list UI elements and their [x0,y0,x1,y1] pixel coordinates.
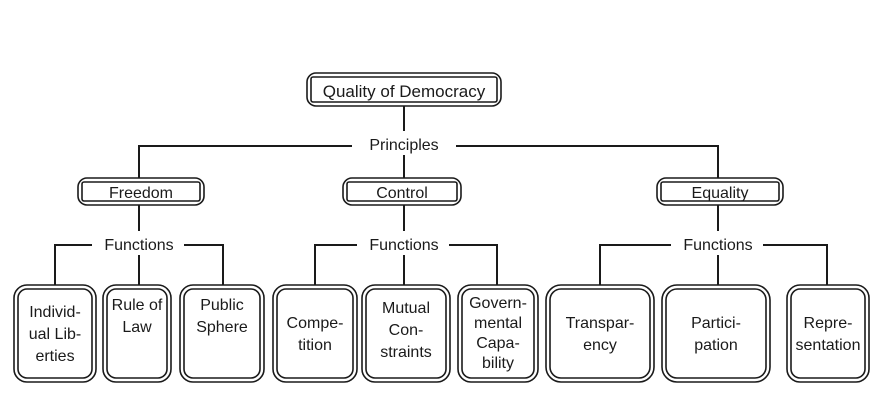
mutual-constraints-line-2: Con- [389,322,424,339]
public-sphere-inner-border [183,288,261,379]
individual-liberties-line-2: ual Lib- [29,326,81,343]
node-representation[interactable]: Repre- sentation [786,284,870,383]
representation-line-2: sentation [796,337,861,354]
node-rule-of-law[interactable]: Rule of Law [102,284,172,383]
governmental-capability-line-1: Govern- [469,295,527,312]
participation-line-2: pation [694,337,738,354]
rule-of-law-line-2: Law [122,319,152,336]
competition-outer-border [272,284,358,383]
governmental-capability-line-3: Capa- [476,335,520,352]
transparency-line-1: Transpar- [566,315,635,332]
control-node-outer-border [342,177,462,206]
node-transparency[interactable]: Transpar- ency [545,284,655,383]
control-node-inner-border [346,181,458,202]
connector-functions-control: Functions [357,233,449,255]
rule-of-law-inner-border [106,288,168,379]
node-control[interactable]: Control [342,177,462,206]
root-node-inner-border [310,76,498,103]
functions2-label: Functions [369,237,438,254]
mutual-constraints-outer-border [361,284,451,383]
representation-outer-border [786,284,870,383]
transparency-inner-border [549,288,651,379]
competition-inner-border [276,288,354,379]
connector-functions-freedom: Functions [92,233,184,255]
participation-line-1: Partici- [691,315,741,332]
competition-line-2: tition [298,337,332,354]
root-node-label: Quality of Democracy [323,82,486,101]
representation-inner-border [790,288,866,379]
root-node-outer-border [306,72,502,107]
freedom-node-inner-border [81,181,201,202]
mutual-constraints-line-3: straints [380,344,432,361]
freedom-node-label: Freedom [109,185,173,202]
principles-label-backdrop [355,132,453,154]
individual-liberties-inner-border [17,288,93,379]
functions1-label-backdrop [92,233,184,255]
equality-node-outer-border [656,177,784,206]
governmental-capability-line-4: bility [482,355,514,372]
governmental-capability-inner-border [461,288,535,379]
individual-liberties-line-1: Individ- [29,304,81,321]
node-individual-liberties[interactable]: Individ- ual Lib- erties [13,284,97,383]
node-mutual-constraints[interactable]: Mutual Con- straints [361,284,451,383]
equality-node-inner-border [660,181,780,202]
functions3-label-backdrop [671,233,763,255]
public-sphere-outer-border [179,284,265,383]
transparency-outer-border [545,284,655,383]
transparency-line-2: ency [583,337,617,354]
individual-liberties-line-3: erties [35,348,74,365]
connector-functions-equality: Functions [671,233,763,255]
functions3-label: Functions [683,237,752,254]
connector-principles: Principles [355,132,453,154]
edges-group [54,106,828,285]
freedom-node-outer-border [77,177,205,206]
node-freedom[interactable]: Freedom [77,177,205,206]
individual-liberties-outer-border [13,284,97,383]
governmental-capability-outer-border [457,284,539,383]
node-quality-of-democracy[interactable]: Quality of Democracy [306,72,502,107]
competition-line-1: Compe- [287,315,344,332]
equality-node-label: Equality [692,185,749,202]
mutual-constraints-inner-border [365,288,447,379]
node-competition[interactable]: Compe- tition [272,284,358,383]
principles-label: Principles [369,137,438,154]
governmental-capability-line-2: mental [474,315,522,332]
node-governmental-capability[interactable]: Govern- mental Capa- bility [457,284,539,383]
representation-line-1: Repre- [804,315,853,332]
rule-of-law-outer-border [102,284,172,383]
functions1-label: Functions [104,237,173,254]
mutual-constraints-line-1: Mutual [382,300,430,317]
node-equality[interactable]: Equality [656,177,784,206]
public-sphere-line-2: Sphere [196,319,248,336]
functions2-label-backdrop [357,233,449,255]
control-node-label: Control [376,185,428,202]
node-participation[interactable]: Partici- pation [661,284,771,383]
node-public-sphere[interactable]: Public Sphere [179,284,265,383]
participation-outer-border [661,284,771,383]
public-sphere-line-1: Public [200,297,244,314]
rule-of-law-line-1: Rule of [112,297,163,314]
participation-inner-border [665,288,767,379]
